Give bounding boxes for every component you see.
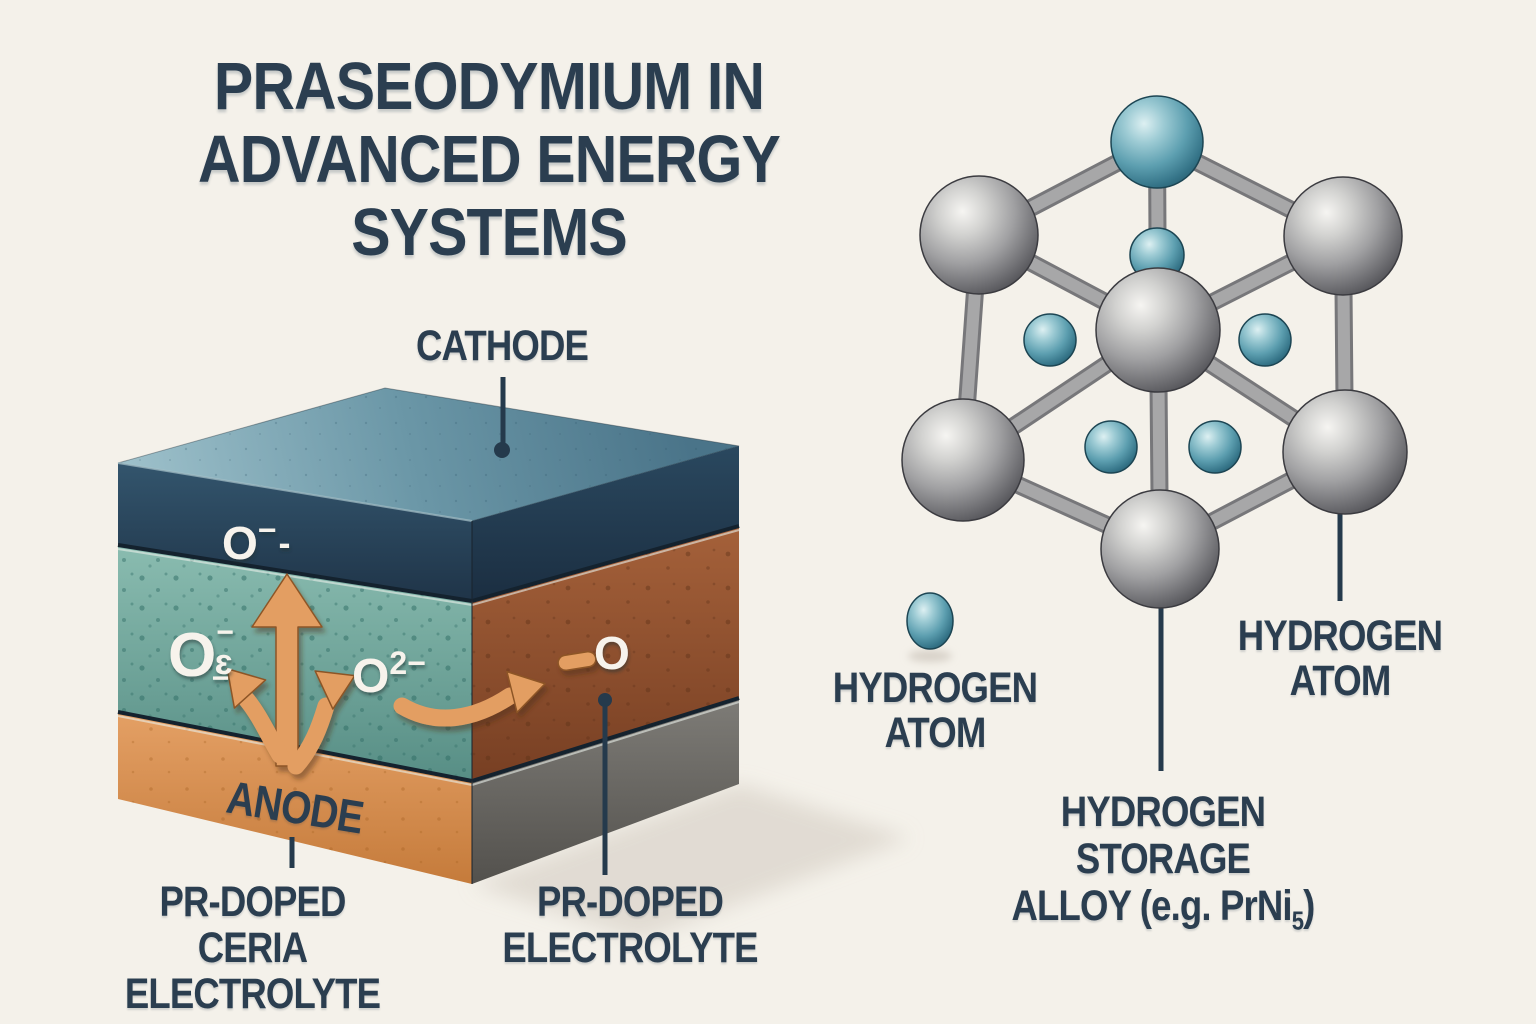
- page-title: PRASEODYMIUM IN ADVANCED ENERGY SYSTEMS: [168, 50, 810, 269]
- cross-face-arrowhead: [506, 670, 546, 714]
- hydrogen-atom-sphere: [1084, 420, 1138, 474]
- hydrogen-atom-label-right: HYDROGEN ATOM: [1234, 614, 1447, 704]
- cube-shadow: [472, 784, 910, 940]
- alloy-label-subscript: 5: [1291, 905, 1304, 936]
- ceria-electrolyte-label: PR-DOPED CERIA ELECTROLYTE: [68, 879, 438, 1017]
- up-arrow: [251, 573, 323, 767]
- arrow-dash: [557, 650, 597, 672]
- pr-doped-electrolyte-label: PR-DOPED ELECTROLYTE: [452, 879, 809, 971]
- hydrogen-atom-label-left-line1: HYDROGEN: [832, 664, 1038, 712]
- left-branch-arrowhead: [226, 667, 267, 709]
- ceria-electrolyte-label-line2: CERIA ELECTROLYTE: [124, 924, 381, 1018]
- cathode-pointer-dot: [494, 442, 510, 458]
- oxygen-flow-arrows: [226, 573, 597, 775]
- right-branch-arrow: [287, 697, 335, 775]
- right-ion-label: O: [594, 627, 630, 679]
- cathode-layer-front-face: [118, 463, 472, 601]
- title-line: PRASEODYMIUM IN: [213, 49, 765, 124]
- alloy-label-line2-close: ): [1303, 882, 1315, 930]
- electrolyte-pointer-dot: [598, 693, 612, 707]
- alloy-label-line2: ALLOY (e.g. PrNi5): [985, 883, 1342, 945]
- metal-atom-sphere: [901, 398, 1025, 522]
- hydrogen-atom-sphere-top: [1110, 95, 1204, 189]
- hydrogen-atom-label-left-line2: ATOM: [884, 709, 987, 757]
- lone-hydrogen-atom-sphere: [906, 592, 954, 650]
- cathode-ion-label: O−-: [222, 512, 290, 569]
- center-ion-label: O2−: [352, 645, 426, 703]
- hydrogen-atom-sphere: [1023, 313, 1077, 367]
- cathode-label: CATHODE: [415, 322, 589, 370]
- alloy-label-line1: HYDROGEN STORAGE: [1060, 788, 1266, 883]
- hydrogen-atom-label-left: HYDROGEN ATOM: [829, 666, 1042, 756]
- hydrogen-storage-alloy-label: HYDROGEN STORAGE ALLOY (e.g. PrNi5): [985, 789, 1342, 945]
- metal-atom-sphere: [1282, 389, 1408, 515]
- top-front-edge-highlight: [117, 462, 473, 522]
- metal-atom-sphere: [1283, 176, 1403, 296]
- interstitial-hydrogen-atoms: [1023, 227, 1292, 474]
- fuel-cell-diagram: O−- O−ɛ− O2− O: [117, 377, 910, 940]
- title-line: SYSTEMS: [351, 195, 627, 270]
- right-branch-arrowhead: [314, 670, 356, 710]
- metal-atoms: [901, 175, 1408, 609]
- ceria-electrolyte-label-line1: PR-DOPED: [159, 878, 346, 926]
- ion-labels: O−- O−ɛ− O2− O: [168, 512, 630, 703]
- lone-atom-shadow: [908, 650, 952, 662]
- hydrogen-atom-label-right-line1: HYDROGEN: [1237, 612, 1443, 660]
- crystal-lattice-diagram: [901, 95, 1408, 771]
- cross-face-arrow: [393, 687, 519, 727]
- alloy-label-line2-text: ALLOY (e.g. PrNi: [1011, 882, 1293, 930]
- metal-atom-sphere: [919, 175, 1039, 295]
- title-line: ADVANCED ENERGY: [198, 122, 781, 197]
- metal-atom-sphere-center: [1095, 267, 1221, 393]
- anode-face-texture: [118, 712, 472, 884]
- hydrogen-atom-sphere: [1188, 420, 1242, 474]
- metal-atom-sphere: [1100, 489, 1220, 609]
- hydrogen-atom-sphere: [1238, 313, 1292, 367]
- cathode-layer-right-face: [472, 446, 739, 601]
- branch-left-ion-label: O−ɛ−: [168, 616, 234, 695]
- pr-doped-electrolyte-label-line1: PR-DOPED: [536, 878, 724, 926]
- left-branch-arrow: [238, 691, 289, 764]
- pr-doped-electrolyte-label-line2: ELECTROLYTE: [502, 924, 758, 972]
- hydrogen-atom-label-right-line2: ATOM: [1289, 657, 1392, 705]
